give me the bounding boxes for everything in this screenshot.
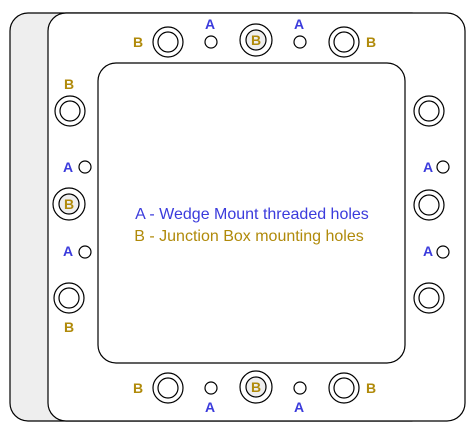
label-a-top-left: A: [205, 16, 215, 32]
label-b-bottom-center: B: [251, 379, 261, 395]
label-b-left-top: B: [64, 76, 74, 92]
hole-b-top-left: [152, 26, 184, 58]
label-a-right-upper: A: [423, 159, 433, 175]
label-a-bottom-left: A: [205, 399, 215, 415]
hole-b-right-bottom: [413, 282, 445, 314]
legend-a: A - Wedge Mount threaded holes: [135, 206, 369, 223]
center-cutout: [97, 62, 406, 364]
hole-a-bottom-right: [293, 381, 307, 395]
label-b-top-left: B: [133, 34, 143, 50]
hole-b-bottom-right: [328, 372, 360, 404]
hole-a-top-left: [204, 35, 218, 49]
hole-a-right-upper: [436, 160, 450, 174]
label-a-right-lower: A: [423, 243, 433, 259]
hole-a-bottom-left: [204, 381, 218, 395]
label-a-bottom-right: A: [294, 399, 304, 415]
label-b-top-center: B: [251, 32, 261, 48]
hole-b-bottom-center: [239, 370, 273, 404]
hole-a-top-right: [293, 35, 307, 49]
label-b-bottom-right: B: [366, 380, 376, 396]
legend-b: B - Junction Box mounting holes: [134, 228, 363, 245]
hole-b-top-right: [328, 26, 360, 58]
label-b-left-middle: B: [64, 196, 74, 212]
label-b-bottom-left: B: [133, 380, 143, 396]
label-a-left-upper: A: [63, 159, 73, 175]
hole-a-right-lower: [436, 245, 450, 259]
hole-b-left-top: [54, 95, 86, 127]
hole-b-top-center: [239, 23, 273, 57]
hole-b-right-middle: [413, 189, 445, 221]
hole-a-left-upper: [78, 160, 92, 174]
hole-b-left-middle: [52, 187, 86, 221]
label-b-left-bottom: B: [64, 319, 74, 335]
label-a-left-lower: A: [63, 243, 73, 259]
hole-b-left-bottom: [53, 282, 85, 314]
label-b-top-right: B: [366, 34, 376, 50]
hole-b-right-top: [413, 95, 445, 127]
hole-b-bottom-left: [152, 372, 184, 404]
hole-a-left-lower: [78, 245, 92, 259]
label-a-top-right: A: [294, 16, 304, 32]
